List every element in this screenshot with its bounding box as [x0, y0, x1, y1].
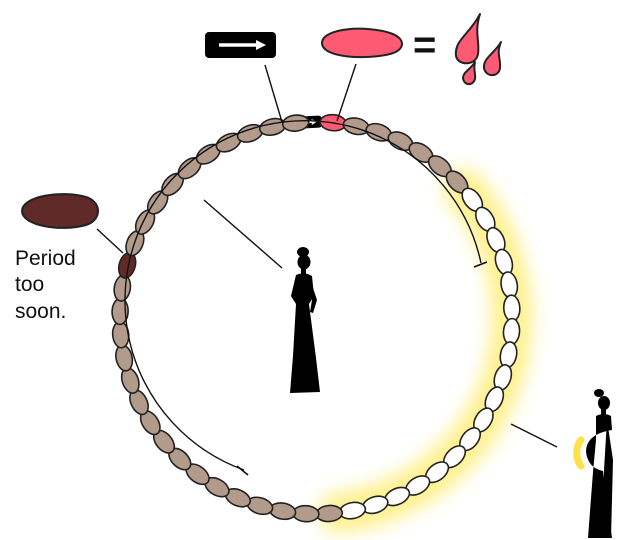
annotation-line-1: Period [15, 246, 76, 272]
red-bead-callout [322, 29, 402, 57]
belly-glow [577, 440, 581, 466]
blood-drops-icon [456, 14, 501, 84]
dark-bead-callout [22, 194, 98, 228]
white-bead [503, 295, 520, 322]
pointer-line-red [337, 64, 356, 121]
marker-bead-callout [205, 32, 276, 58]
pointer-line-pregnant [511, 424, 557, 447]
brown-bead [112, 274, 132, 302]
bead-ring [112, 114, 521, 523]
annotation-line-2: too [15, 272, 76, 298]
brown-bead [293, 505, 320, 522]
brown-bead [342, 116, 371, 137]
annotation-line-3: soon. [15, 299, 76, 325]
fertile-days-highlight [339, 189, 512, 512]
pointer-line-dark [97, 229, 123, 253]
pregnant-woman-silhouette-icon [586, 389, 613, 538]
woman-silhouette-icon [290, 247, 320, 393]
pointer-line-woman [204, 200, 282, 268]
brown-bead [282, 114, 310, 133]
arc-end-tick-bottom [237, 466, 248, 475]
period-too-soon-annotation: Period too soon. [15, 246, 76, 325]
brown-bead [269, 501, 297, 521]
equals-sign: = [413, 23, 436, 67]
pointer-line-marker [265, 65, 282, 122]
